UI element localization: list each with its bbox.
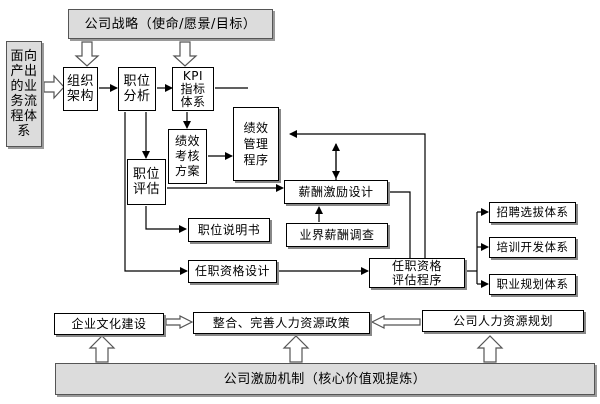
qualification-design-box: 任职资格设计 xyxy=(188,260,277,283)
job-eval-box: 职位 评估 xyxy=(127,159,166,205)
kpi-box: KPI 指标 体系 xyxy=(172,67,214,111)
job-analysis-box: 职位 分析 xyxy=(118,67,156,111)
arrow-eval-to-perf xyxy=(289,130,426,258)
recruitment-box: 招聘选拔体系 xyxy=(489,202,576,223)
culture-box: 企业文化建设 xyxy=(54,313,164,335)
job-description-box: 职位说明书 xyxy=(188,218,270,242)
business-flow-box: 面向 产出 的业 务流 程体 系 xyxy=(6,41,42,147)
training-box: 培训开发体系 xyxy=(489,237,576,258)
strategy-box: 公司战略（使命/愿景/目标） xyxy=(68,9,273,39)
block-arrow-planning-to-policy xyxy=(370,315,421,329)
org-structure-box: 组织 架构 xyxy=(63,67,98,111)
qualification-eval-box: 任职资格 评估程序 xyxy=(369,258,465,288)
hr-planning-box: 公司人力资源规划 xyxy=(422,310,584,332)
block-arrow-incentive-to-planning xyxy=(476,335,504,363)
block-arrow-flow-to-org xyxy=(43,74,65,100)
career-box: 职业规划体系 xyxy=(489,274,576,295)
salary-survey-box: 业界薪酬调查 xyxy=(286,223,388,247)
line-jobeval-to-description xyxy=(145,206,187,233)
block-arrow-incentive-to-culture xyxy=(88,335,116,363)
incentive-bar: 公司激励机制（核心价值观提炼） xyxy=(55,363,595,395)
compensation-box: 薪酬激励设计 xyxy=(284,180,388,204)
hr-policy-box: 整合、完善人力资源政策 xyxy=(193,312,370,334)
block-arrow-strategy-to-org xyxy=(74,41,100,67)
line-jobanalysis-to-qualification xyxy=(124,112,188,275)
block-arrow-strategy-to-kpi xyxy=(172,41,198,67)
appraisal-plan-box: 绩效 考核 方案 xyxy=(168,129,207,184)
block-arrow-policy-to-culture xyxy=(165,315,194,329)
block-arrow-incentive-to-policy xyxy=(282,335,310,363)
perf-mgmt-box: 绩效 管理 程序 xyxy=(233,107,279,181)
